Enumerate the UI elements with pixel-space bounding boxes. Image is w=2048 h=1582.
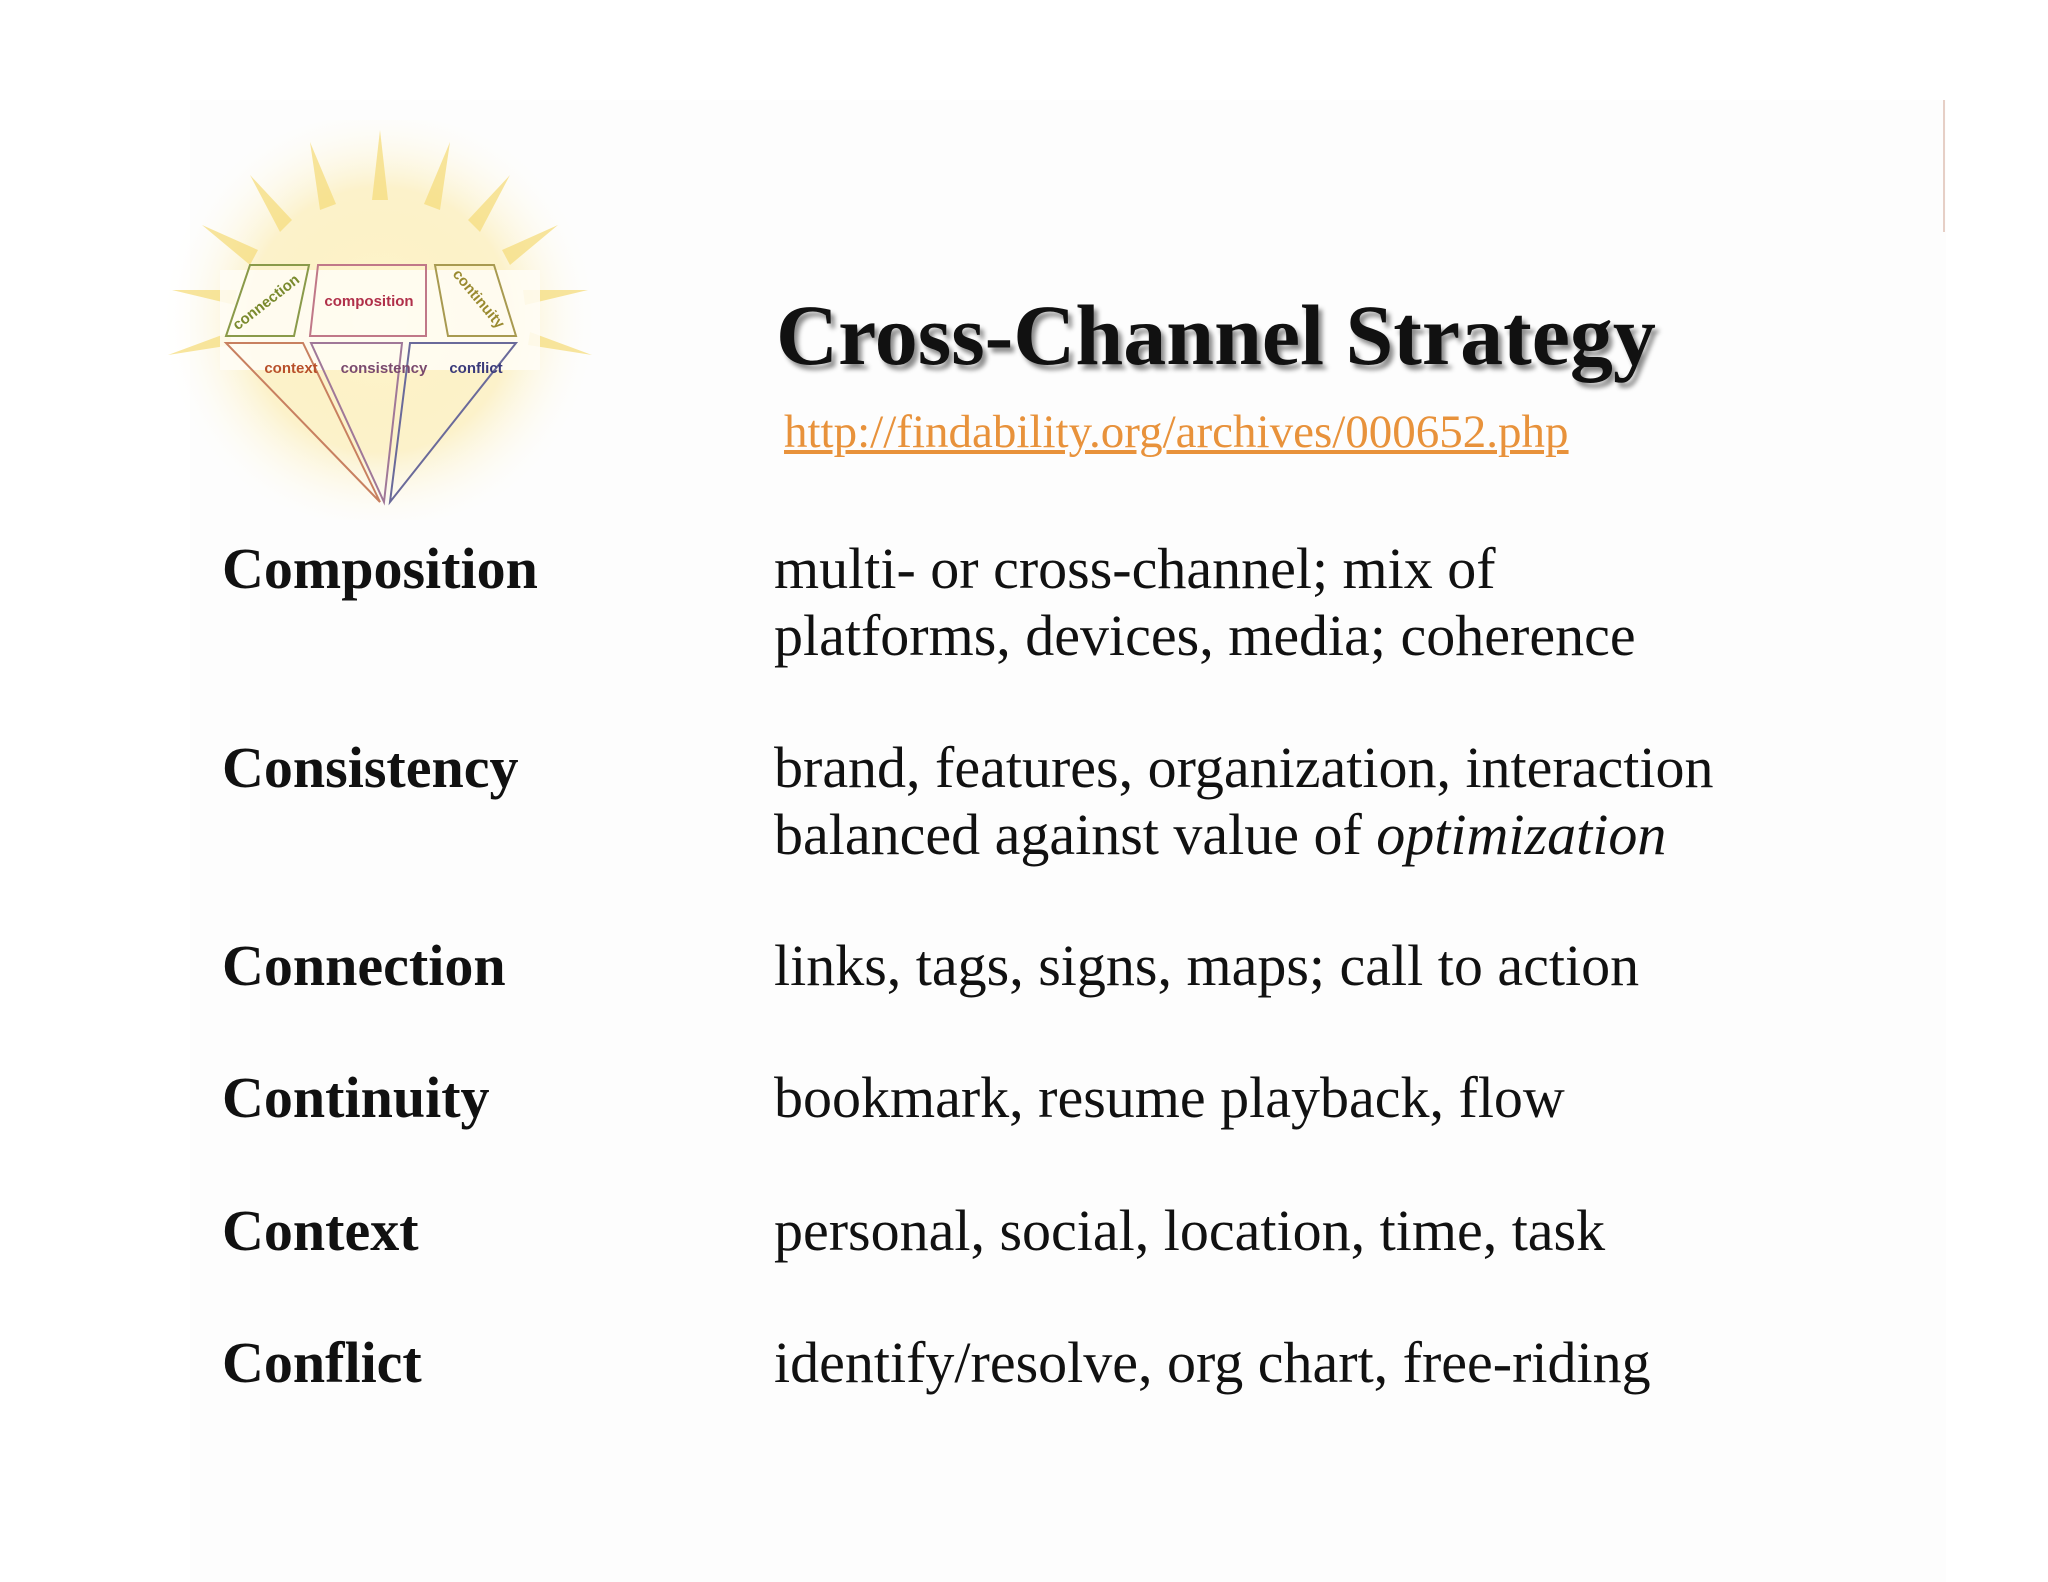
term-description: links, tags, signs, maps; call to action — [774, 932, 1639, 999]
term-label: Context — [222, 1198, 419, 1263]
diamond-logo: connection composition continuity contex… — [150, 120, 610, 520]
description-emphasis: optimization — [1376, 802, 1667, 867]
term-description: brand, features, organization, interacti… — [774, 734, 1713, 868]
facet-composition — [308, 264, 427, 337]
description-line: balanced against value of optimization — [774, 801, 1713, 868]
slide-edge-rule — [1943, 100, 1945, 232]
logo-label-conflict: conflict — [449, 360, 502, 377]
term-description: bookmark, resume playback, flow — [774, 1064, 1565, 1131]
source-link[interactable]: http://findability.org/archives/000652.p… — [784, 406, 1569, 458]
description-line: links, tags, signs, maps; call to action — [774, 933, 1640, 998]
term-label: Consistency — [222, 735, 519, 800]
description-line: bookmark, resume playback, flow — [774, 1065, 1565, 1130]
slide-title: Cross-Channel Strategy — [776, 287, 1656, 383]
description-line: personal, social, location, time, task — [774, 1198, 1606, 1263]
description-text: balanced against value of — [774, 802, 1377, 867]
term-description: identify/resolve, org chart, free-riding — [774, 1329, 1651, 1396]
term-description: multi- or cross-channel; mix of platform… — [774, 535, 1636, 669]
facet-continuity — [433, 264, 518, 337]
description-line: brand, features, organization, interacti… — [774, 735, 1714, 800]
logo-label-composition: composition — [324, 293, 413, 310]
term-label: Connection — [222, 933, 506, 998]
logo-label-context: context — [264, 360, 317, 377]
description-line: identify/resolve, org chart, free-riding — [774, 1330, 1651, 1395]
term-label: Composition — [222, 536, 538, 601]
term-label: Conflict — [222, 1330, 422, 1395]
facet-consistency — [309, 342, 404, 506]
facet-conflict — [388, 342, 519, 506]
diamond-facets — [223, 264, 519, 506]
description-line: multi- or cross-channel; mix of — [774, 536, 1496, 601]
term-label: Continuity — [222, 1065, 490, 1130]
description-line: platforms, devices, media; coherence — [774, 603, 1636, 668]
facet-connection — [224, 264, 311, 337]
logo-label-consistency: consistency — [341, 360, 428, 377]
facet-context — [223, 342, 381, 503]
term-description: personal, social, location, time, task — [774, 1197, 1605, 1264]
